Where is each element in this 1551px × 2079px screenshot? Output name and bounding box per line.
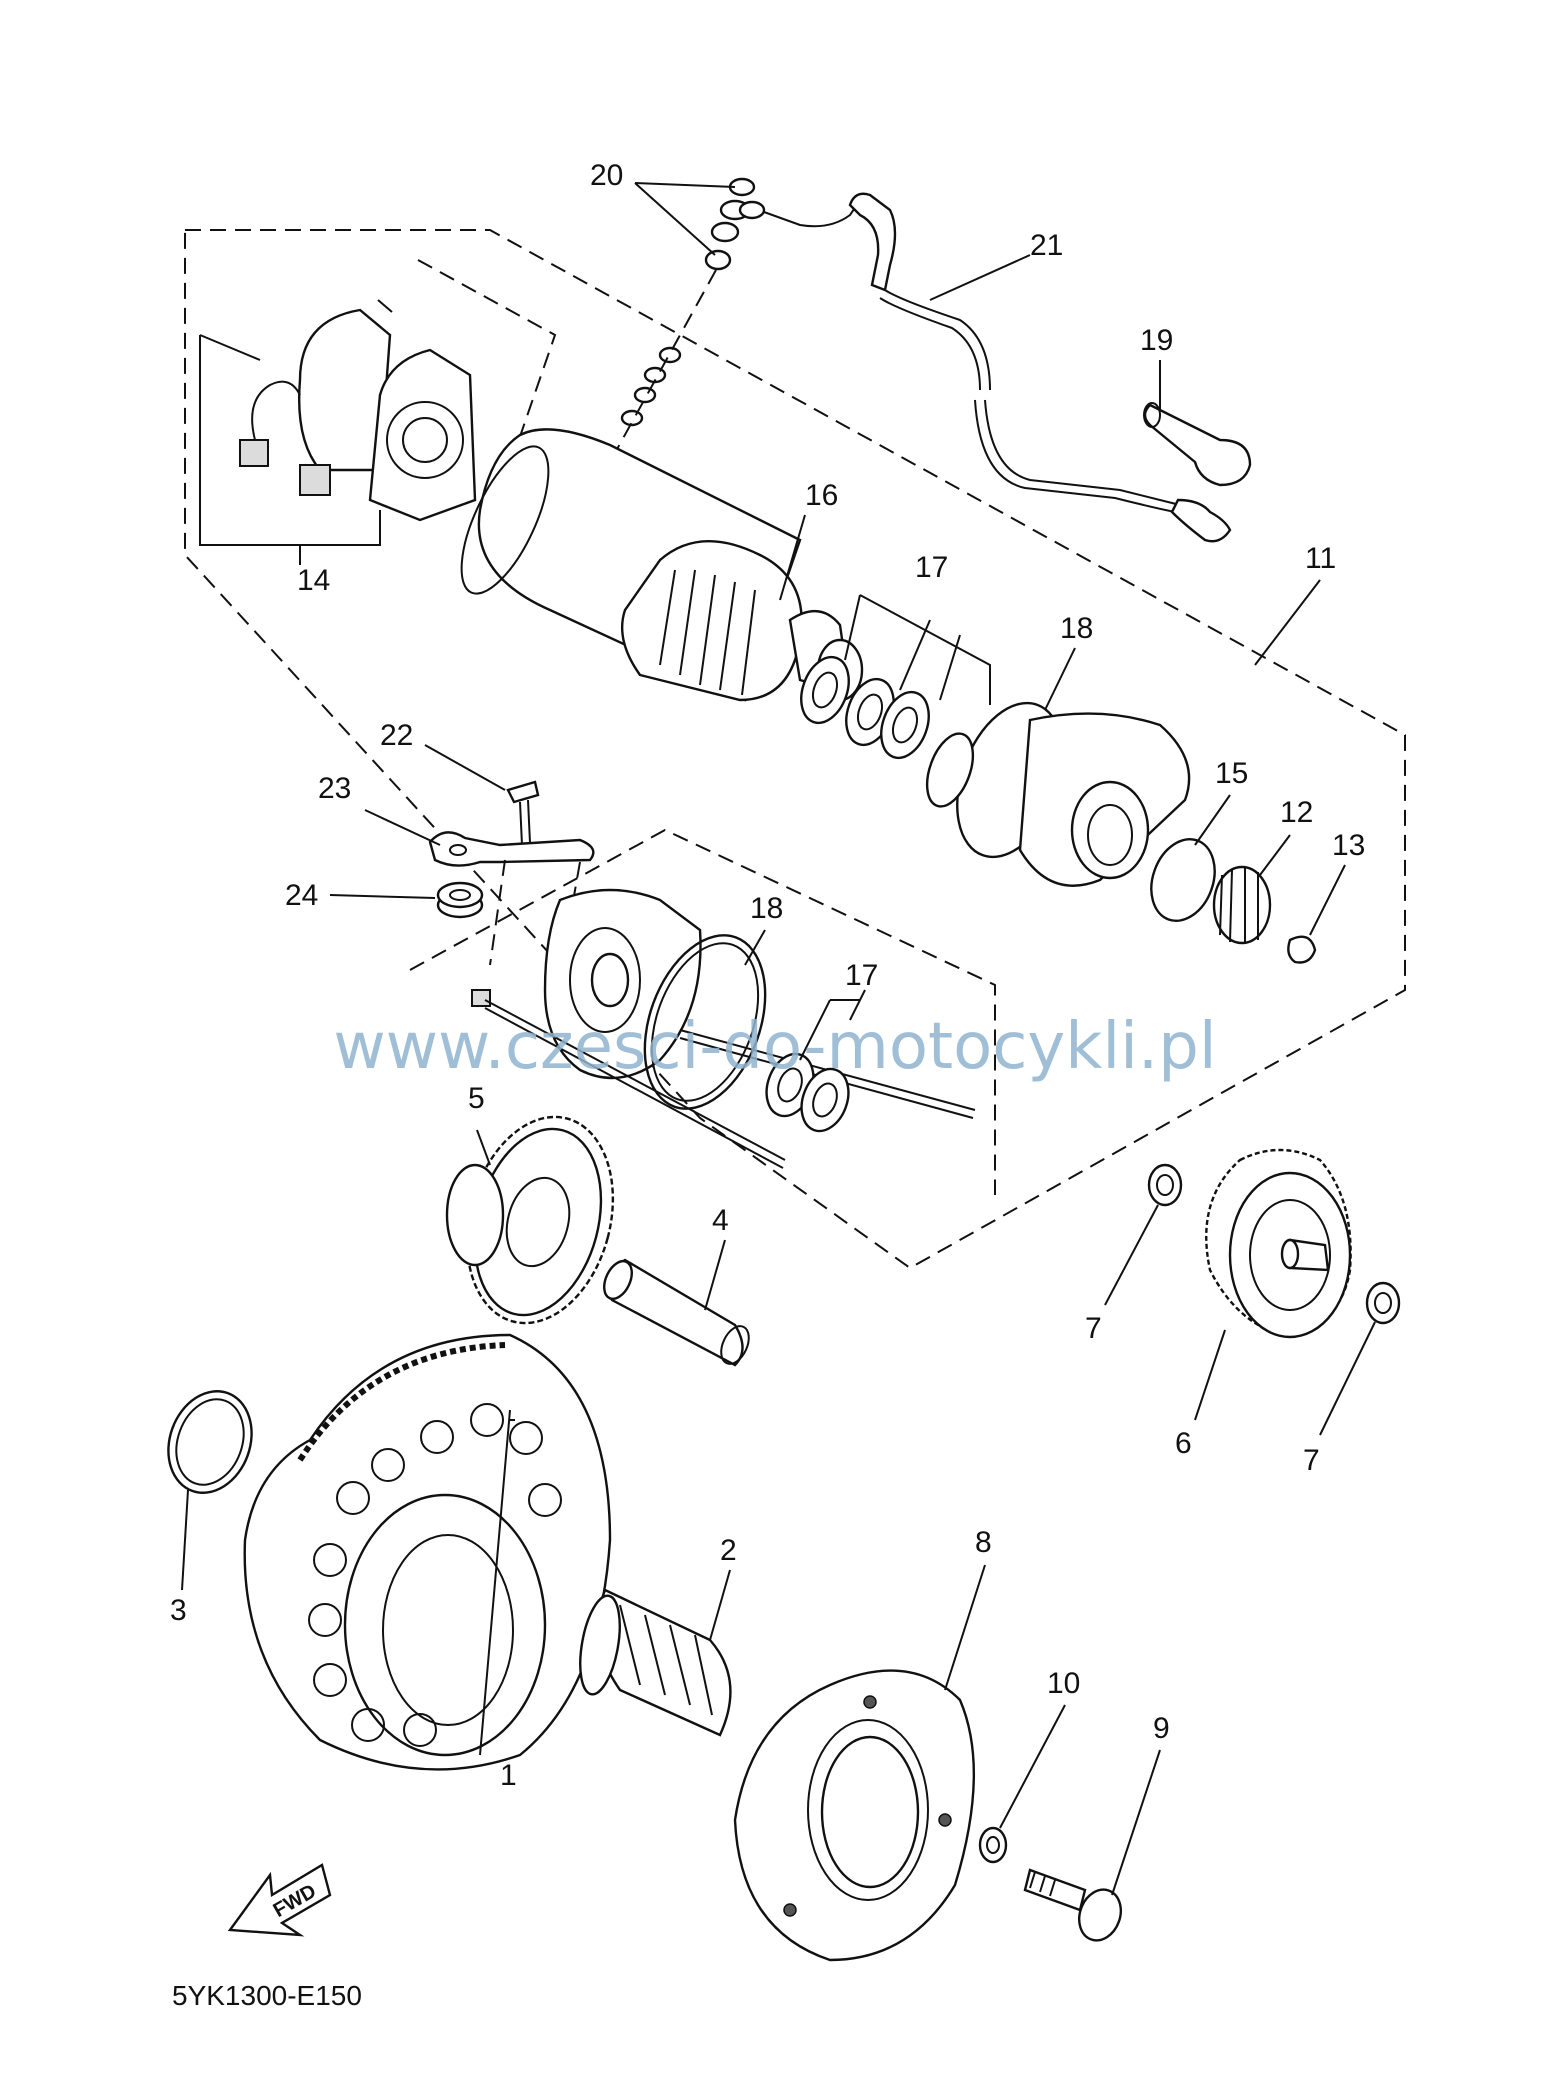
callout-line-17b (799, 989, 866, 1061)
callout-line-5 (476, 1129, 491, 1166)
callout-7a: 7 (1085, 1312, 1102, 1345)
lower-o-ring-part (643, 934, 767, 1110)
stud-axis-line (599, 269, 717, 481)
end-cover-boundary (409, 828, 996, 1195)
callout-line-22 (424, 744, 506, 791)
callout-17a: 17 (915, 551, 948, 584)
washer-10-inner (986, 1836, 1000, 1854)
washer-7b-part (1365, 1281, 1401, 1325)
callout-line-14 (199, 334, 381, 546)
ring-3-inner (175, 1398, 245, 1486)
brush-holder-part (239, 299, 477, 522)
idler-shaft-part (603, 1258, 750, 1367)
needle-bearing-part (579, 1588, 732, 1737)
callout-14: 14 (297, 564, 330, 597)
callout-9: 9 (1153, 1712, 1170, 1745)
armature-part (621, 539, 864, 702)
one-way-clutch-part (733, 1669, 975, 1962)
callout-line-8 (944, 1564, 986, 1691)
pinion-gear-part (1212, 865, 1272, 945)
idler-gear-part (445, 1115, 615, 1325)
callout-23: 23 (318, 772, 351, 805)
clutch-gear-part (1205, 1148, 1352, 1339)
drawing-code: 5YK1300-E150 (172, 1980, 362, 2011)
callout-line-15 (1194, 794, 1231, 846)
bracket-bolt-part (428, 780, 595, 919)
callout-line-3 (181, 1489, 189, 1591)
circlip-part (1287, 935, 1317, 964)
washer-10-part (978, 1826, 1008, 1864)
callout-line-6 (1194, 1329, 1226, 1421)
callout-8: 8 (975, 1526, 992, 1559)
callout-line-12 (1259, 834, 1291, 876)
callout-3: 3 (170, 1594, 187, 1627)
bolt-9-part (1023, 1868, 1122, 1942)
callout-line-13 (1309, 864, 1346, 936)
callout-18b: 18 (750, 892, 783, 925)
callout-11: 11 (1305, 542, 1336, 575)
callout-24: 24 (285, 879, 318, 912)
callout-line-7a (1104, 1204, 1159, 1306)
callout-line-18b (744, 929, 766, 966)
callout-line-23 (364, 809, 441, 846)
callout-7b: 7 (1303, 1444, 1320, 1477)
callout-line-7b (1319, 1321, 1376, 1436)
callout-10: 10 (1047, 1667, 1080, 1700)
o-ring-part (1150, 838, 1216, 922)
callout-5: 5 (468, 1082, 485, 1115)
callout-21: 21 (1030, 229, 1063, 262)
rear-cover-part (471, 888, 702, 1080)
washer-7b-inner (1374, 1292, 1392, 1314)
callout-6: 6 (1175, 1427, 1192, 1460)
callout-19: 19 (1140, 324, 1173, 357)
callout-16: 16 (805, 479, 838, 512)
callout-13: 13 (1332, 829, 1365, 862)
forward-arrow-icon: FWD (227, 1863, 332, 1937)
nut-washer-stack (620, 177, 756, 427)
callout-line-9 (1111, 1749, 1161, 1896)
callout-line-1-leader (479, 1409, 511, 1756)
callout-line-16 (779, 514, 806, 601)
callout-17b: 17 (845, 959, 878, 992)
callout-4: 4 (712, 1204, 729, 1237)
callout-line-4 (704, 1239, 726, 1311)
callout-20: 20 (590, 159, 623, 192)
callout-18a: 18 (1060, 612, 1093, 645)
callout-12: 12 (1280, 796, 1313, 829)
washer-7a-part (1147, 1163, 1183, 1207)
front-cover-part (925, 701, 1191, 887)
lower-o-ring-inner (650, 942, 760, 1102)
callout-22: 22 (380, 719, 413, 752)
terminal-boot-part (1143, 402, 1252, 487)
callout-line-20 (634, 182, 736, 256)
callout-line-10 (999, 1704, 1066, 1829)
callout-15: 15 (1215, 757, 1248, 790)
lower-washers (765, 1052, 850, 1133)
washer-7a-inner (1156, 1174, 1174, 1196)
callout-line-18a (1044, 647, 1076, 711)
ring-3-part (167, 1390, 253, 1494)
callout-line-17a (844, 594, 991, 705)
starter-wheel-gear-part (243, 1333, 612, 1771)
callout-line-24 (329, 894, 436, 899)
cable-lead-part (738, 192, 1232, 543)
starter-motor-assembly-boundary (184, 229, 1406, 1270)
callout-1: 1 (500, 1759, 517, 1792)
upper-washers (800, 655, 930, 760)
callout-line-11 (1254, 579, 1321, 666)
callout-line-2 (709, 1569, 731, 1641)
watermark-url: www.czesci-do-motocykli.pl (333, 1010, 1216, 1084)
callout-line-21 (929, 254, 1031, 301)
callout-2: 2 (720, 1534, 737, 1567)
